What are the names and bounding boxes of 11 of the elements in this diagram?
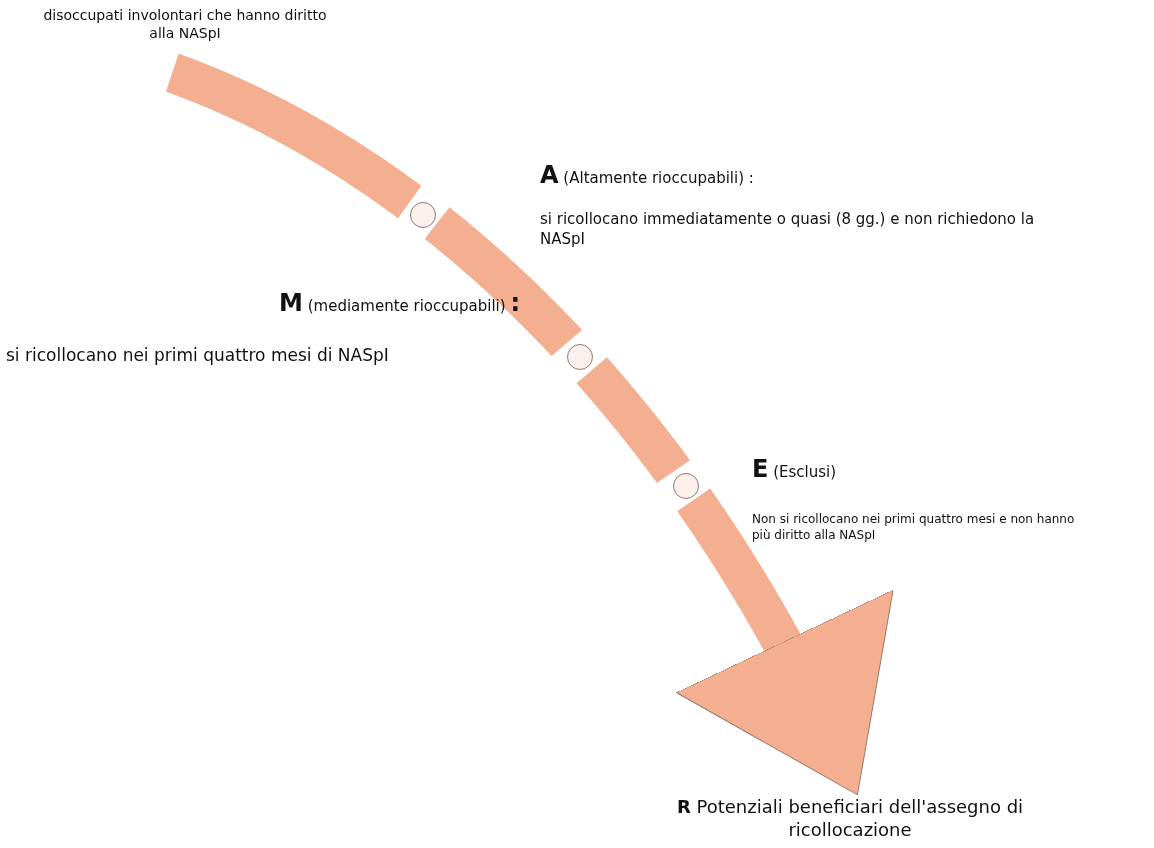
category-heading: E (Esclusi) (752, 454, 837, 485)
category-description: si ricollocano immediatamente o quasi (8 gg.) e non richiedono la NASpI (540, 210, 1036, 249)
marker-circle (567, 344, 593, 370)
marker-circle (410, 202, 436, 228)
category-heading: M (mediamente rioccupabili) : (278, 288, 520, 319)
category-description: Non si ricollocano nei primi quattro mesi e non hanno più diritto alla NASpI (752, 512, 1076, 544)
category-heading: A (Altamente rioccupabili) : (540, 160, 754, 191)
result-label: R Potenziali beneficiari dell'assegno di ricollocazione (630, 795, 1070, 848)
start-label: disoccupati involontari che hanno diritto alla NASpI (30, 6, 340, 68)
marker-circle (673, 473, 699, 499)
category-description: si ricollocano nei primi quattro mesi di NASpI (6, 344, 389, 367)
